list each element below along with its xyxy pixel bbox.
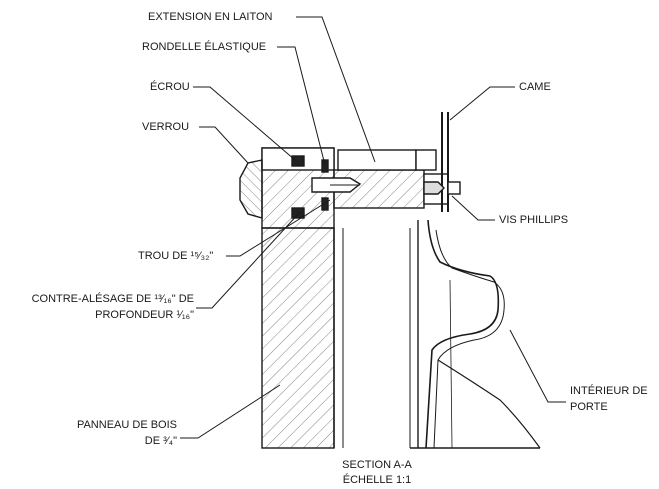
label-panneau-1: PANNEAU DE BOIS: [76, 419, 177, 431]
label-ecrou: ÉCROU: [150, 81, 190, 93]
wood-panel: [261, 227, 335, 449]
leader-rondelle: [277, 46, 326, 166]
label-came: CAME: [519, 81, 551, 93]
section-title: SECTION A-A: [342, 459, 412, 471]
label-trou: TROU DE ¹⁵⁄₃₂": [138, 250, 214, 262]
leader-verrou: [199, 126, 249, 164]
leader-interieur: [509, 329, 566, 403]
label-vis: VIS PHILLIPS: [499, 214, 569, 226]
leader-trou: [226, 199, 331, 257]
label-rondelle: RONDELLE ÉLASTIQUE: [142, 41, 267, 53]
leader-panneau: [180, 384, 281, 439]
label-contre-2: PROFONDEUR ¹⁄₁₆": [95, 309, 194, 321]
latch-head: [239, 159, 263, 219]
leader-came: [449, 86, 515, 121]
leader-ecrou: [193, 86, 296, 161]
scale-label: ÉCHELLE 1:1: [342, 474, 412, 486]
label-contre-1: CONTRE-ALÉSAGE DE ¹³⁄₁₆" DE: [31, 293, 194, 305]
leader-extension: [296, 16, 376, 163]
phillips-screw: [423, 181, 445, 195]
label-interieur-2: PORTE: [570, 401, 608, 413]
label-extension: EXTENSION EN LAITON: [148, 11, 273, 23]
nut: [291, 155, 305, 167]
spring-washer: [321, 159, 329, 173]
leader-contre: [196, 211, 301, 309]
label-panneau-2: DE ³⁄₄": [144, 435, 177, 447]
label-verrou: VERROU: [142, 121, 190, 133]
leader-vis: [451, 195, 495, 221]
door-interior: [425, 219, 500, 449]
label-interieur-1: INTÉRIEUR DE: [570, 385, 648, 397]
